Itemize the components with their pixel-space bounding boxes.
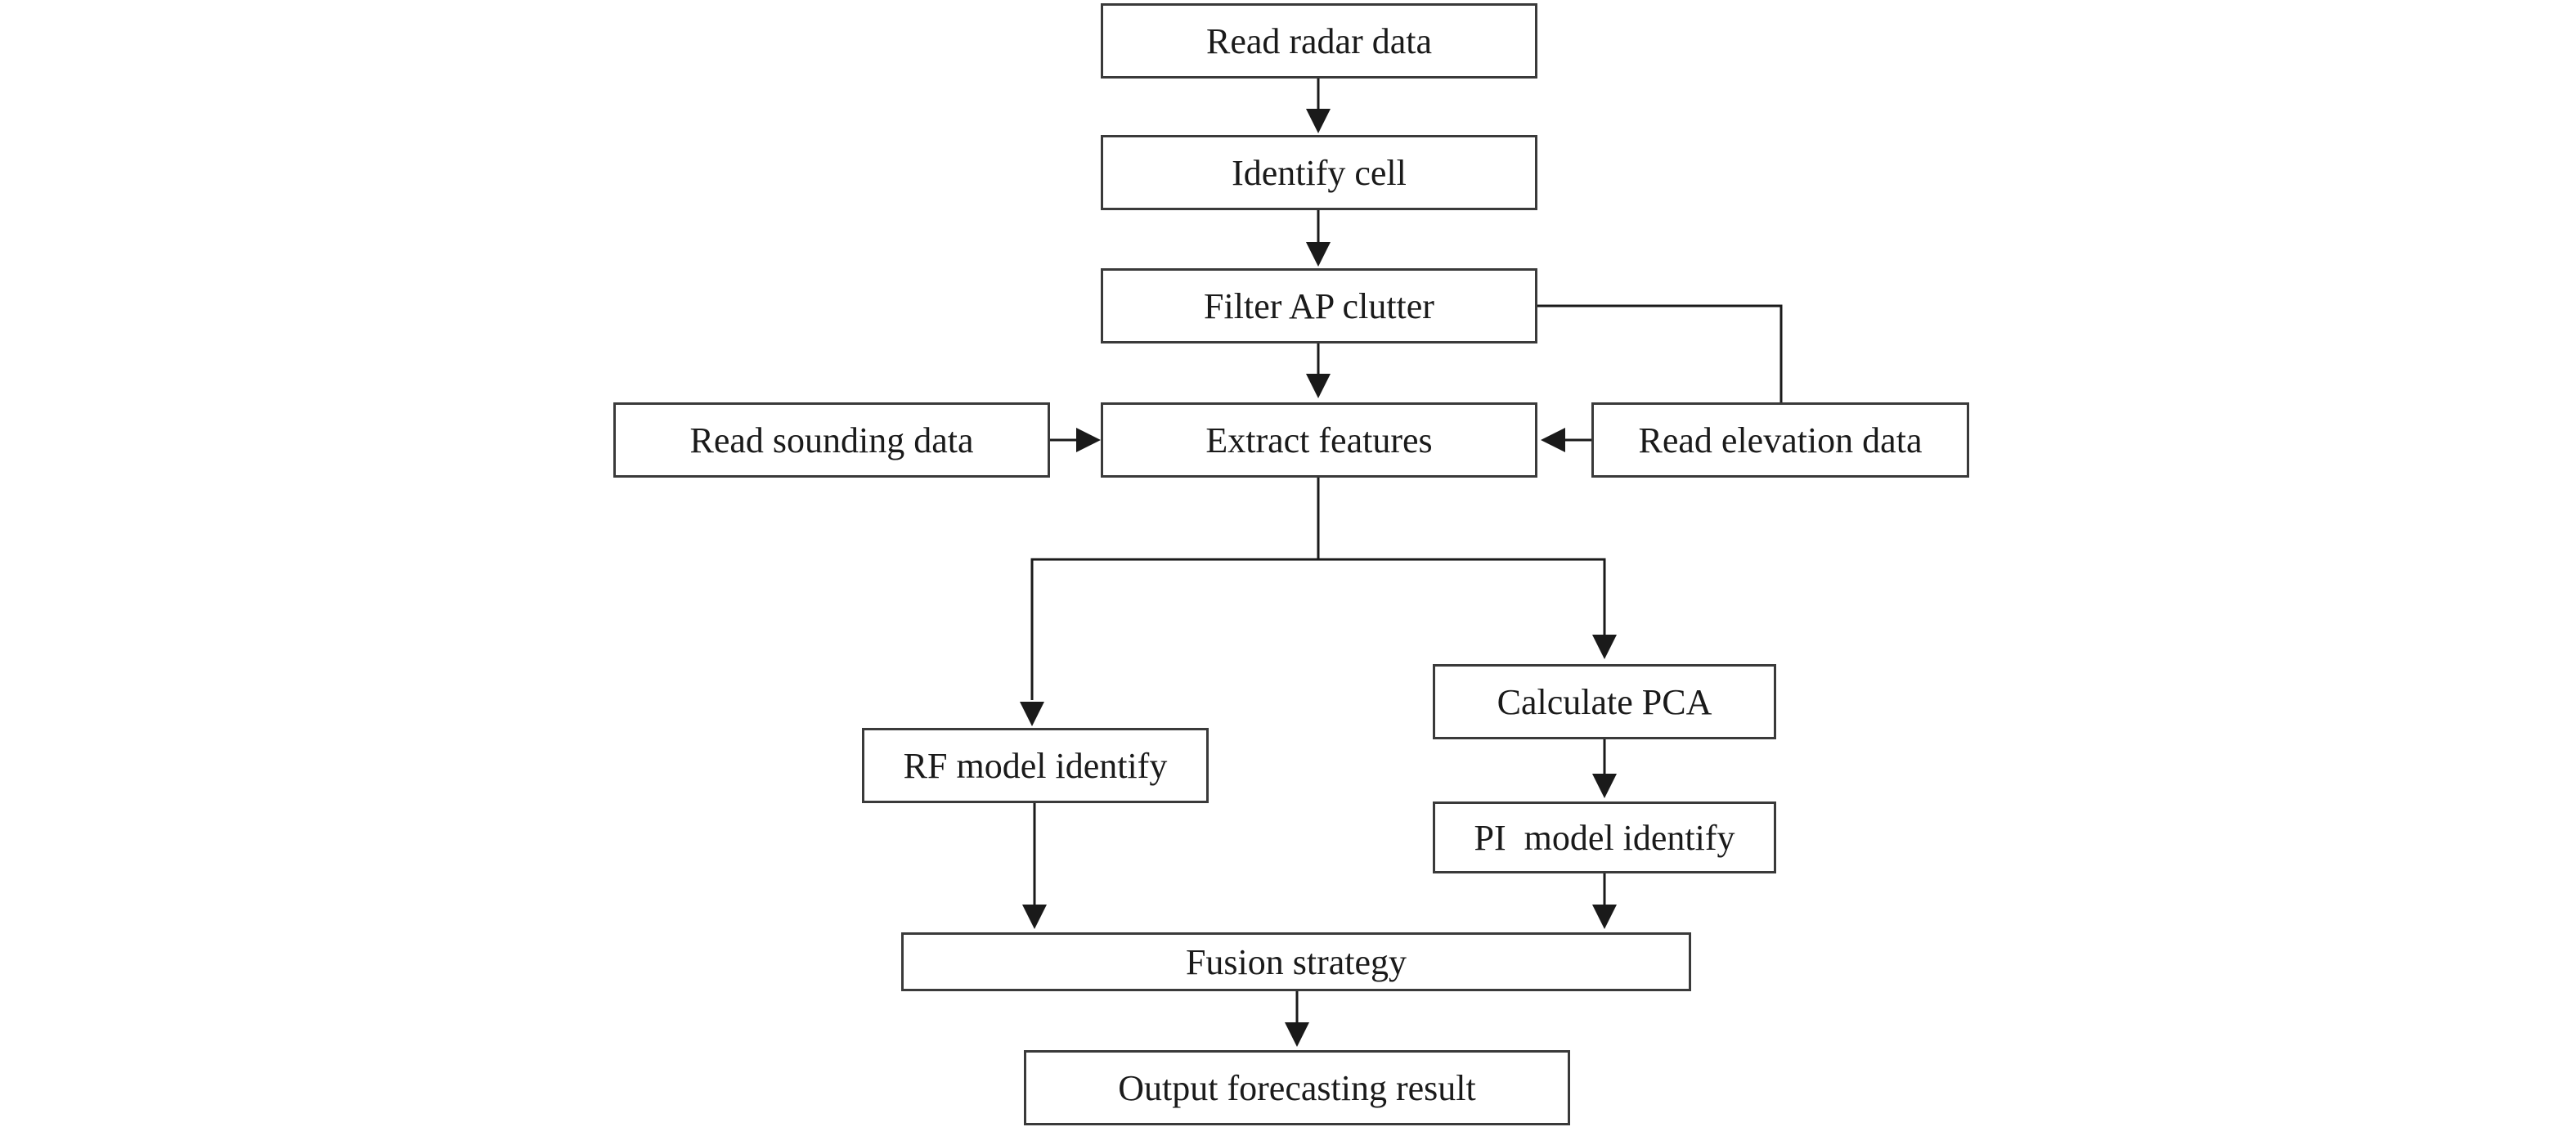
node-output-forecasting-result: Output forecasting result: [1024, 1050, 1570, 1125]
arrowhead-fusion-left: [1022, 905, 1047, 929]
arrowhead-filter-ap: [1306, 242, 1331, 267]
node-read-elevation-data: Read elevation data: [1591, 402, 1969, 478]
arrowhead-extract-features-top: [1306, 374, 1331, 398]
arrowhead-extract-features-right: [1541, 428, 1565, 452]
arrowhead-pi-model: [1592, 774, 1617, 798]
node-pi-model-identify: PI model identify: [1433, 801, 1776, 873]
arrowhead-output: [1285, 1022, 1309, 1047]
edge-filter-ap-to-read-elevation: [1537, 304, 1783, 448]
arrowhead-extract-features-left: [1076, 428, 1101, 452]
node-read-sounding-data: Read sounding data: [613, 402, 1050, 478]
arrowhead-calculate-pca: [1592, 635, 1617, 659]
node-fusion-strategy: Fusion strategy: [901, 932, 1691, 991]
arrowhead-rf-model: [1020, 702, 1044, 726]
node-read-radar-data: Read radar data: [1101, 3, 1537, 79]
arrowhead-fusion-right: [1592, 905, 1617, 929]
node-calculate-pca: Calculate PCA: [1433, 664, 1776, 739]
node-identify-cell: Identify cell: [1101, 135, 1537, 210]
node-extract-features: Extract features: [1101, 402, 1537, 478]
edge-extract-features-to-calculate-pca: [1318, 558, 1606, 635]
node-filter-ap-clutter: Filter AP clutter: [1101, 268, 1537, 343]
arrowhead-identify-cell: [1306, 109, 1331, 133]
node-rf-model-identify: RF model identify: [862, 728, 1209, 803]
edge-extract-features-to-rf-model: [1030, 478, 1320, 700]
